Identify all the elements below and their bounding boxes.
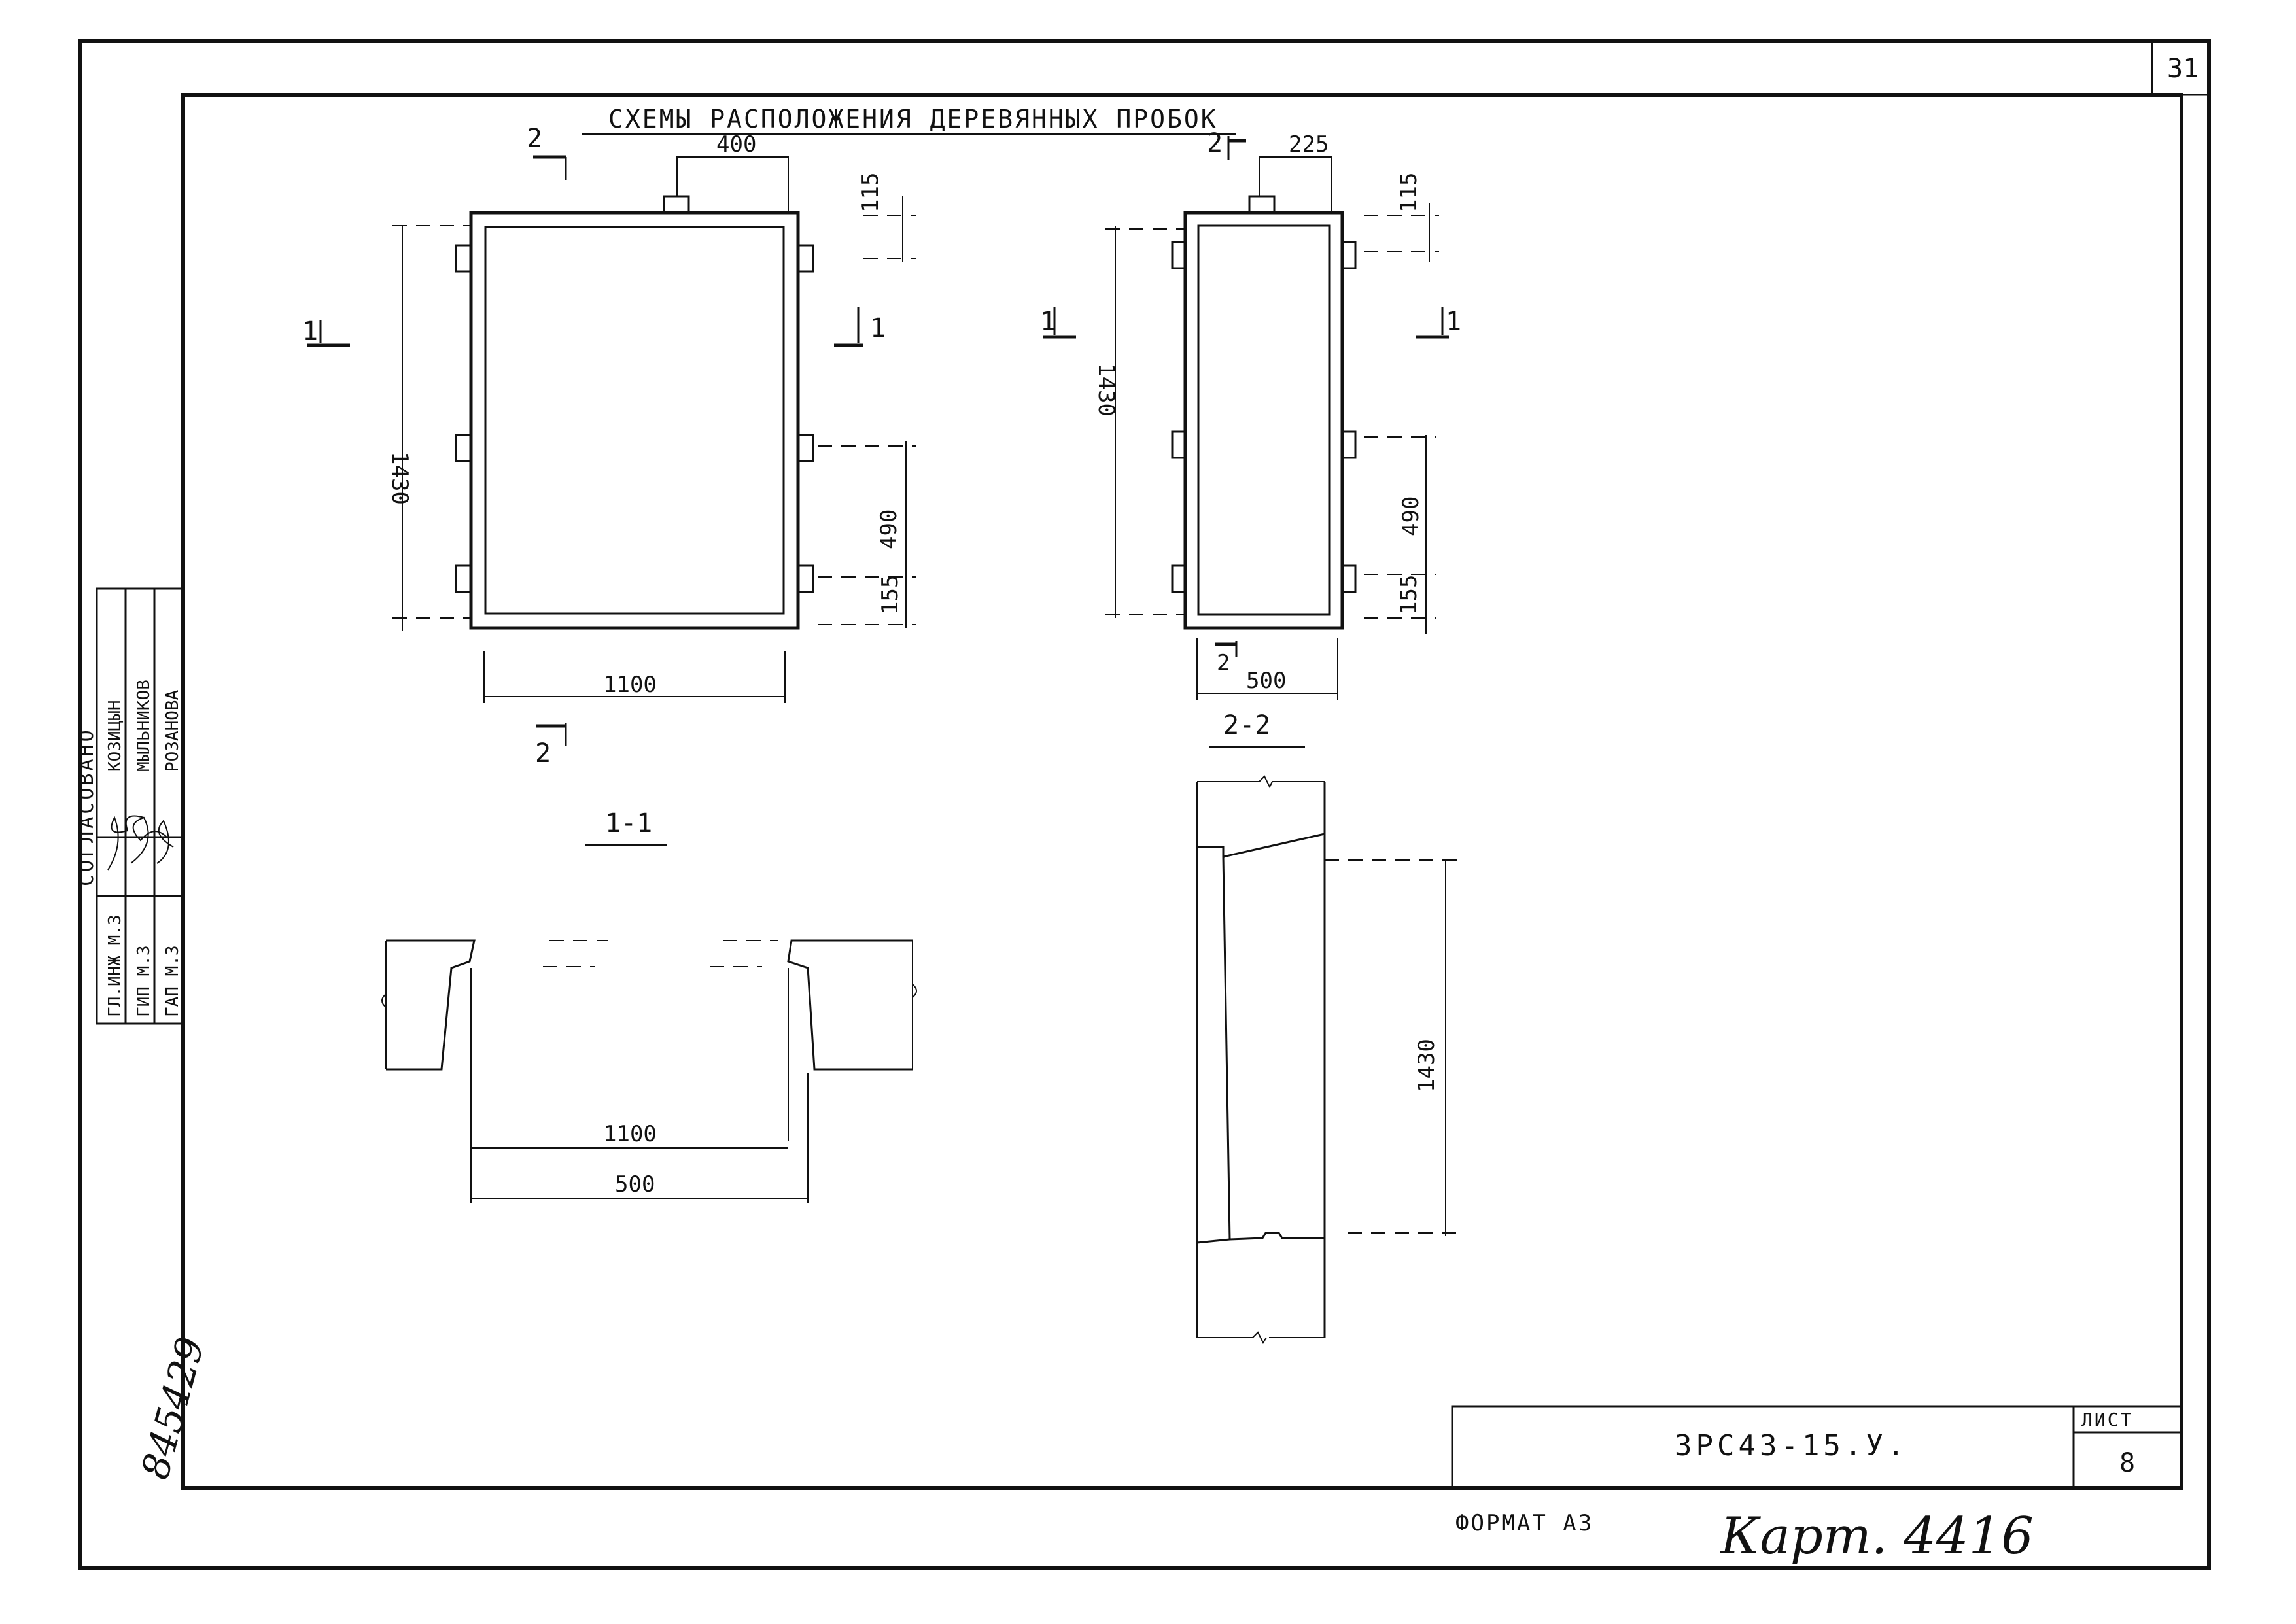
section-1-1-dim-500: 500 <box>615 1171 655 1198</box>
front-dim-115: 115 <box>858 173 884 213</box>
side-cut-mark-2-bottom: 2 <box>1215 641 1238 676</box>
format-label: ФОРМАТ А3 <box>1455 1510 1593 1536</box>
card-number: Карт. 4416 <box>1719 1507 2034 1566</box>
approval-name-2: МЫЛЬНИКОВ <box>134 680 154 772</box>
side-plug-right-1 <box>1341 241 1357 269</box>
signature-2 <box>130 816 167 864</box>
section-2-2-plate <box>1223 833 1325 858</box>
corner-sheet-number: 31 <box>2167 54 2199 84</box>
svg-text:2: 2 <box>527 124 542 154</box>
side-dim-155: 155 <box>1396 575 1422 615</box>
front-dim-155: 155 <box>877 575 903 615</box>
side-dim-top: 225 <box>1289 131 1329 158</box>
side-dim-490: 490 <box>1398 496 1424 536</box>
side-cut-mark-1-left: 1 <box>1040 307 1076 339</box>
side-plug-left-1 <box>1171 241 1187 269</box>
side-plug-left-3 <box>1171 564 1187 593</box>
side-top-plug <box>1248 195 1276 214</box>
front-plug-left-3 <box>455 564 472 593</box>
section-2-2: 2-2 1430 <box>1196 710 1459 1345</box>
side-cut-mark-2-top: 2 <box>1207 128 1246 160</box>
outer-frame <box>78 39 2211 1570</box>
svg-text:1: 1 <box>1040 307 1056 337</box>
section-1-1-left-profile <box>386 939 476 1071</box>
side-dim-height: 1430 <box>1093 363 1119 417</box>
section-1-1-label: 1-1 <box>605 808 652 838</box>
approval-header: СОГЛАСОВАНО <box>75 727 98 886</box>
signature-3 <box>156 820 174 864</box>
front-cut-mark-2-bottom: 2 <box>535 723 567 769</box>
inner-frame <box>181 93 2183 1490</box>
svg-text:1: 1 <box>1446 307 1461 337</box>
approval-pos-3: ГАП М.З <box>163 945 183 1017</box>
section-1-1-right-profile <box>787 939 913 1071</box>
svg-text:2: 2 <box>1207 128 1223 158</box>
side-plug-right-2 <box>1341 430 1357 459</box>
front-view: 400 1430 1100 115 490 155 1 1 <box>302 124 916 769</box>
front-plug-right-2 <box>797 434 814 462</box>
approval-name-1: КОЗИЦЫН <box>105 700 125 772</box>
svg-text:2: 2 <box>535 738 551 769</box>
signature-1 <box>107 815 145 871</box>
front-plug-left-1 <box>455 244 472 273</box>
side-plug-right-3 <box>1341 564 1357 593</box>
approval-name-3: РОЗАНОВА <box>163 689 183 772</box>
approval-pos-2: ГИП М.З <box>134 945 154 1017</box>
front-plug-right-3 <box>797 564 814 593</box>
svg-text:2: 2 <box>1217 650 1230 676</box>
front-plug-right-1 <box>797 244 814 273</box>
side-cut-mark-1-right: 1 <box>1416 307 1461 339</box>
side-panel-outer <box>1183 211 1344 630</box>
side-view: 225 1430 500 115 490 155 1 1 <box>1040 128 1461 700</box>
section-2-2-dim-1430: 1430 <box>1414 1039 1440 1092</box>
section-2-2-label: 2-2 <box>1223 710 1270 740</box>
section-1-1: 1-1 1100 500 <box>381 808 917 1203</box>
front-top-plug <box>663 195 690 214</box>
side-panel-inner <box>1197 224 1331 616</box>
front-cut-mark-1-right: 1 <box>834 307 886 347</box>
sheet-value: 8 <box>2119 1448 2135 1478</box>
document-code: 3РС43-15.У. <box>1675 1429 1908 1462</box>
inventory-number: 845429 <box>133 1332 213 1483</box>
side-dim-width: 500 <box>1246 668 1286 694</box>
front-panel-outer <box>469 211 800 630</box>
sheet-title-block: СХЕМЫ РАСПОЛОЖЕНИЯ ДЕРЕВЯННЫХ ПРОБОК <box>582 105 1236 135</box>
front-dim-height: 1430 <box>387 451 413 505</box>
approval-block: СОГЛАСОВАНО ГЛ.ИНЖ М.З КОЗИЦЫН ГИП М.З М… <box>75 587 184 1025</box>
front-cut-mark-2-top: 2 <box>527 124 567 180</box>
front-plug-left-2 <box>455 434 472 462</box>
sheet-label: ЛИСТ <box>2081 1409 2133 1430</box>
approval-pos-1: ГЛ.ИНЖ М.З <box>105 914 125 1017</box>
front-dim-top: 400 <box>716 131 756 158</box>
side-plug-left-2 <box>1171 430 1187 459</box>
sheet-title: СХЕМЫ РАСПОЛОЖЕНИЯ ДЕРЕВЯННЫХ ПРОБОК <box>608 105 1218 133</box>
svg-text:1: 1 <box>870 313 886 343</box>
front-dim-width: 1100 <box>603 672 657 698</box>
corner-number-box: 31 <box>2151 41 2209 96</box>
front-dim-490: 490 <box>876 510 902 549</box>
svg-text:1: 1 <box>302 317 318 347</box>
section-1-1-dim-1100: 1100 <box>603 1121 657 1147</box>
front-panel-inner <box>484 226 785 615</box>
side-dim-115: 115 <box>1396 173 1422 213</box>
title-block: 3РС43-15.У. ЛИСТ 8 <box>1451 1405 2183 1489</box>
front-cut-mark-1-left: 1 <box>302 317 350 347</box>
